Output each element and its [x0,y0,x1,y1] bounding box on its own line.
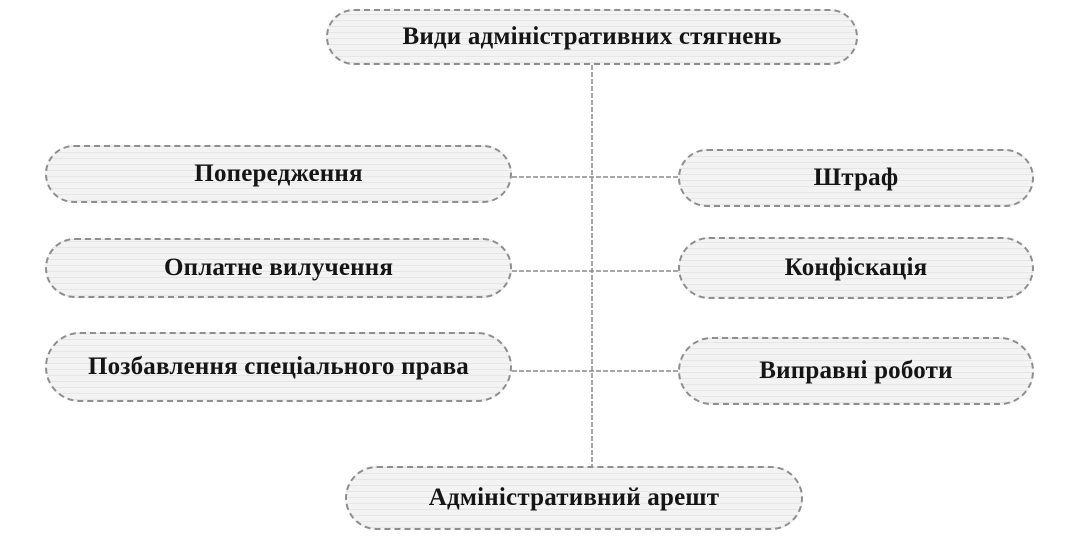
node-paid-seizure: Оплатне вилучення [45,238,512,298]
node-paid-seizure-label: Оплатне вилучення [163,254,394,281]
node-confiscation-label: Конфіскація [784,254,928,281]
node-administrative-arrest: Адміністративний арешт [345,466,803,530]
node-correctional-labor: Виправні роботи [678,337,1034,405]
node-administrative-arrest-label: Адміністративний арешт [428,484,720,511]
node-fine: Штраф [678,149,1034,207]
node-warning-label: Попередження [194,160,363,187]
node-correctional-labor-label: Виправні роботи [759,357,953,384]
node-confiscation: Конфіскація [678,237,1034,299]
title-node: Види адміністративних стягнень [326,9,858,65]
node-deprivation-of-special-right: Позбавлення спеціального права [45,332,512,402]
title-node-label: Види адміністративних стягнень [402,23,782,50]
node-deprivation-of-special-right-label: Позбавлення спеціального права [88,353,469,380]
node-warning: Попередження [45,145,512,203]
node-fine-label: Штраф [813,164,899,191]
